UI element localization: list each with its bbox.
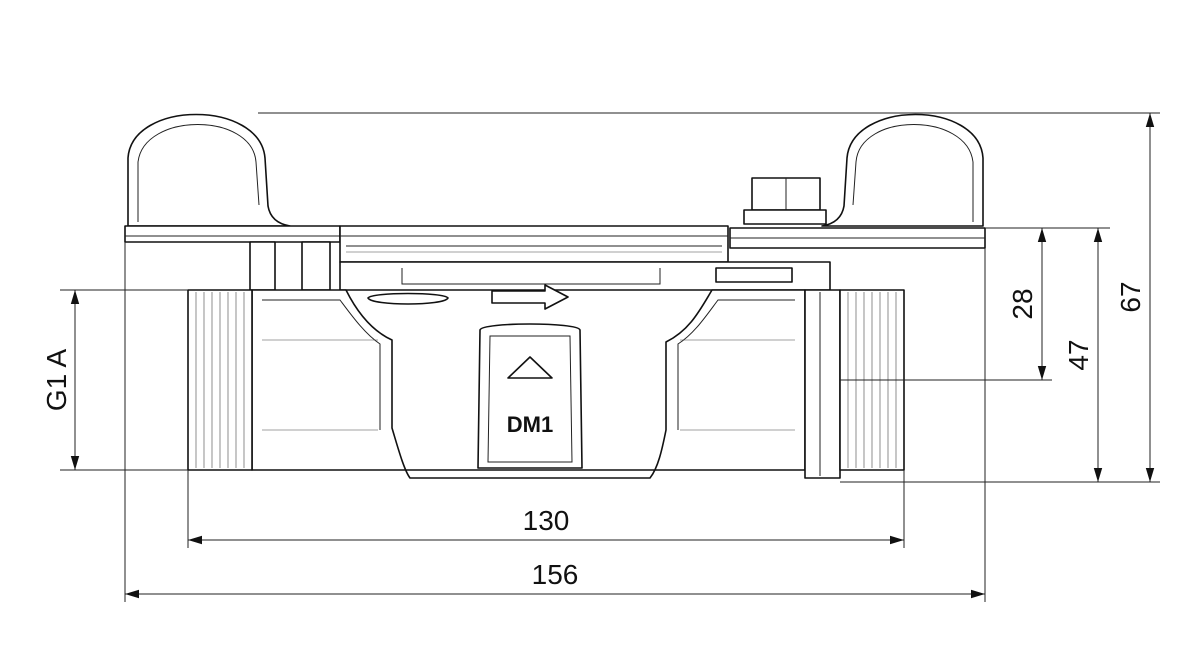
left-thread-ridges	[195, 292, 245, 468]
thread-length-label: 130	[523, 505, 570, 536]
up-triangle-icon	[507, 356, 553, 379]
top-lid	[339, 225, 729, 263]
left-bracket	[249, 241, 276, 291]
right-mounting-ear	[821, 113, 984, 227]
right-clamp	[715, 267, 793, 283]
dimension-labels: 130 156 G1 A 28 47 67	[41, 281, 1146, 590]
top-to-axis-label: 28	[1007, 288, 1038, 319]
flow-channel	[367, 292, 449, 305]
meter-body: DM1	[124, 113, 986, 479]
dimension-lines	[60, 112, 1160, 602]
left-post	[301, 241, 331, 291]
flow-direction-arrow-icon	[491, 284, 569, 310]
base-plate	[124, 225, 341, 243]
overall-length-label: 156	[532, 559, 579, 590]
bolt-washer	[743, 209, 827, 225]
central-window	[477, 323, 583, 469]
right-nut	[804, 289, 841, 479]
overall-height-label: 67	[1115, 281, 1146, 312]
model-marking: DM1	[507, 412, 553, 437]
axis-height-label: 47	[1063, 339, 1094, 370]
pipe-body	[251, 289, 806, 479]
thread-size-label: G1 A	[41, 349, 72, 412]
left-mounting-ear	[127, 113, 291, 227]
